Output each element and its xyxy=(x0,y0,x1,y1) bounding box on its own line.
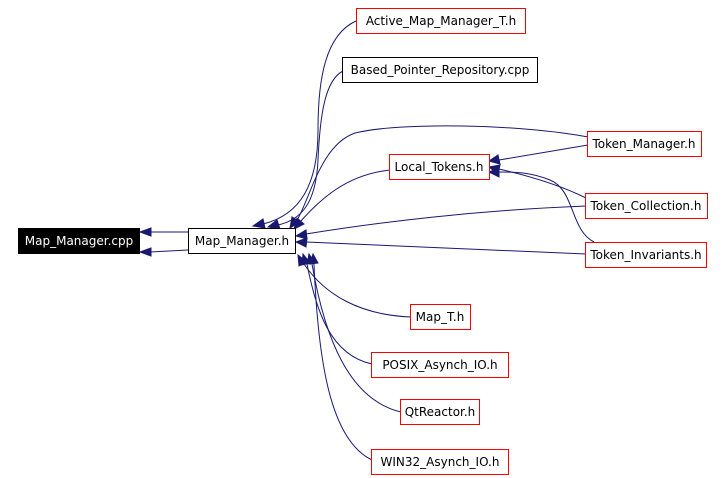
node-label: Map_Manager.h xyxy=(195,234,289,248)
node-qtreactor-h[interactable]: QtReactor.h xyxy=(400,399,480,425)
node-map-manager-cpp[interactable]: Map_Manager.cpp xyxy=(18,228,140,254)
edge-map-manager-cpp-to-h-lower xyxy=(149,249,189,253)
node-active-map-manager-t-h[interactable]: Active_Map_Manager_T.h xyxy=(356,8,526,34)
edge-win32-to-map-manager xyxy=(313,263,373,461)
edge-map-t-to-map-manager xyxy=(303,263,412,318)
node-label: Token_Collection.h xyxy=(590,199,702,213)
edge-based-pointer-to-map-manager xyxy=(277,70,344,226)
edge-token-manager-to-local-tokens xyxy=(498,144,589,161)
arrowhead xyxy=(293,217,305,230)
arrowhead xyxy=(294,229,308,240)
arrowhead xyxy=(487,154,501,165)
node-label: Active_Map_Manager_T.h xyxy=(366,14,516,28)
node-token-manager-h[interactable]: Token_Manager.h xyxy=(587,131,702,157)
node-label: Map_Manager.cpp xyxy=(25,234,133,248)
node-posix-asynch-io-h[interactable]: POSIX_Asynch_IO.h xyxy=(371,352,509,378)
arrowhead xyxy=(266,219,281,230)
arrowhead xyxy=(309,252,319,265)
node-label: Token_Invariants.h xyxy=(589,248,701,262)
node-label: Map_T.h xyxy=(416,310,465,324)
edge-token-invariants-to-local-tokens xyxy=(498,171,595,243)
node-label: POSIX_Asynch_IO.h xyxy=(382,358,497,372)
edge-active-map-manager-to-map-manager xyxy=(262,20,357,225)
node-win32-asynch-io-h[interactable]: WIN32_Asynch_IO.h xyxy=(371,449,509,475)
node-label: Local_Tokens.h xyxy=(395,160,484,174)
edge-qtreactor-to-map-manager xyxy=(311,263,402,413)
edge-token-collection-to-map-manager xyxy=(305,205,587,235)
node-token-invariants-h[interactable]: Token_Invariants.h xyxy=(585,242,707,268)
edge-token-invariants-to-map-manager xyxy=(305,241,587,255)
node-label: WIN32_Asynch_IO.h xyxy=(381,455,500,469)
nodes: Map_Manager.cpp Map_Manager.h Active_Map… xyxy=(18,8,708,475)
node-label: Token_Manager.h xyxy=(591,137,695,151)
node-label: QtReactor.h xyxy=(405,405,476,419)
node-map-manager-h[interactable]: Map_Manager.h xyxy=(188,228,296,254)
arrowhead xyxy=(251,218,266,229)
edge-token-collection-to-local-tokens xyxy=(498,168,587,199)
node-map-t-h[interactable]: Map_T.h xyxy=(410,304,471,330)
arrowhead xyxy=(294,237,308,248)
arrowhead xyxy=(487,167,500,178)
arrowhead xyxy=(138,227,152,237)
node-local-tokens-h[interactable]: Local_Tokens.h xyxy=(389,154,490,180)
node-token-collection-h[interactable]: Token_Collection.h xyxy=(585,193,708,219)
node-based-pointer-repository-cpp[interactable]: Based_Pointer_Repository.cpp xyxy=(342,57,538,83)
edge-local-tokens-to-map-manager xyxy=(299,169,391,223)
node-label: Based_Pointer_Repository.cpp xyxy=(351,63,530,77)
edge-token-manager-to-map-manager xyxy=(295,125,589,223)
arrowhead xyxy=(138,247,152,257)
